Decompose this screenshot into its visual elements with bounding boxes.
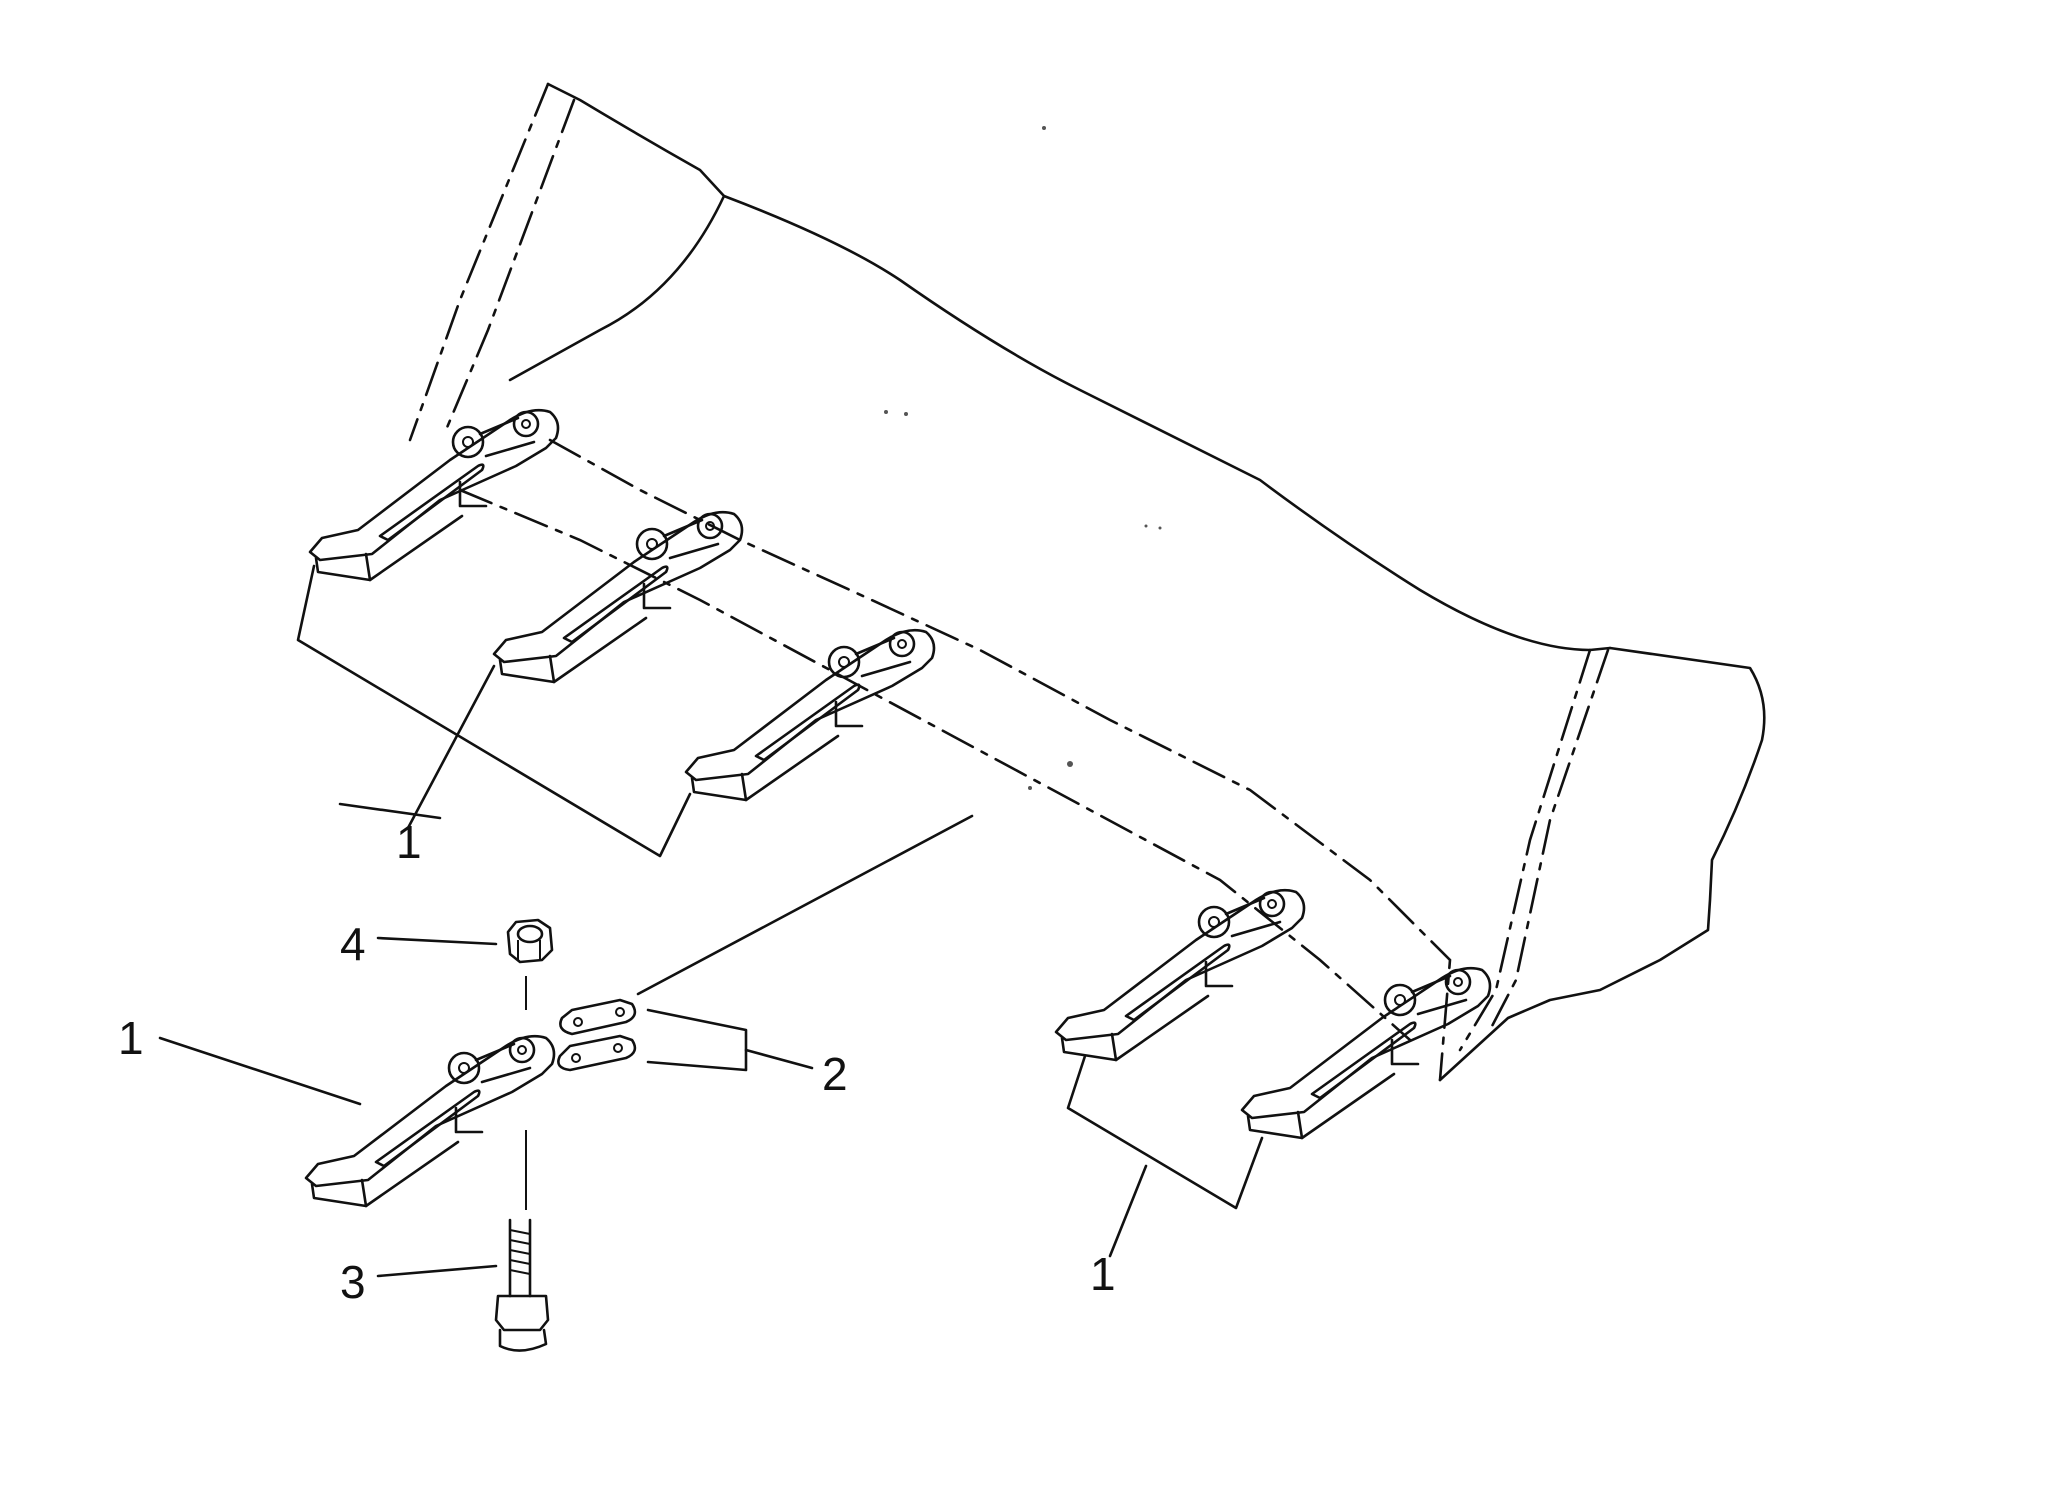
shim-to-edge-leader bbox=[636, 814, 974, 996]
bucket-body bbox=[296, 82, 1766, 1210]
scan-specks bbox=[884, 126, 1162, 790]
leader-nut bbox=[338, 802, 442, 820]
leader-bolt bbox=[376, 1264, 498, 1278]
bucket-tooth-detail bbox=[304, 1034, 556, 1208]
callout-upper-left: 1 bbox=[396, 816, 422, 868]
bucket-tooth-2 bbox=[492, 510, 744, 684]
leader-lower-right bbox=[1108, 1164, 1148, 1258]
nut bbox=[506, 918, 554, 964]
callout-shim: 2 bbox=[822, 1048, 848, 1100]
bucket-tooth-1 bbox=[308, 408, 560, 582]
callout-tooth-detail: 1 bbox=[118, 1012, 144, 1064]
bolt bbox=[494, 1218, 550, 1352]
leader-tooth-detail bbox=[158, 1036, 362, 1106]
callout-lower-right: 1 bbox=[1090, 1248, 1116, 1300]
bucket-tooth-4 bbox=[1054, 888, 1306, 1062]
shim-plates bbox=[557, 998, 637, 1072]
bucket-tooth-5 bbox=[1240, 966, 1492, 1140]
leader-nut-line bbox=[376, 936, 498, 946]
bucket-tooth-3 bbox=[684, 628, 936, 802]
leader-shim bbox=[744, 1048, 814, 1070]
shim-bracket bbox=[646, 1008, 748, 1072]
callout-nut: 4 bbox=[340, 918, 366, 970]
callout-bolt: 3 bbox=[340, 1256, 366, 1308]
leader-upper-left bbox=[406, 664, 496, 830]
